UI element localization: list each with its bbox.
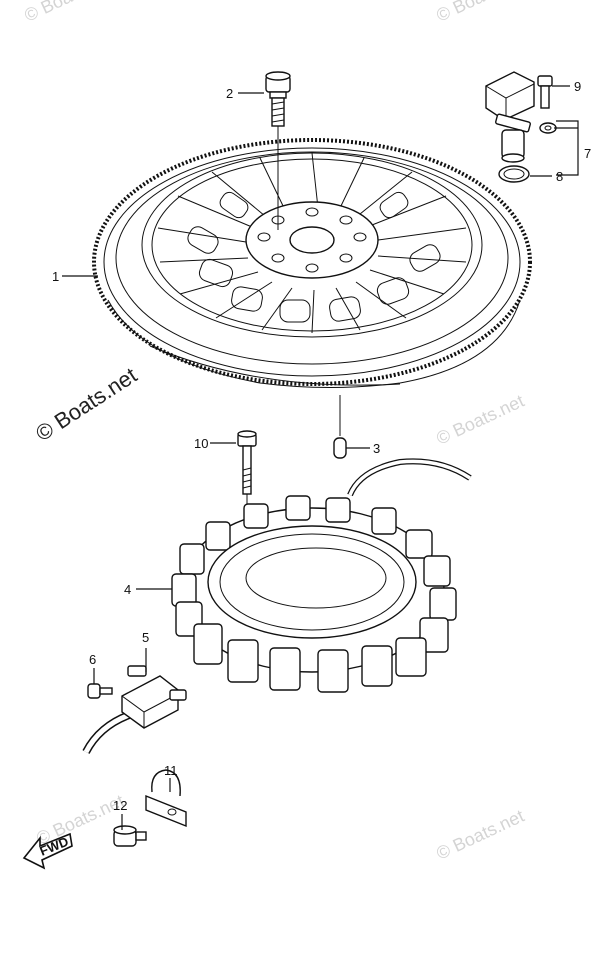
sensor-bolt-part (537, 75, 553, 109)
watermark-top-left: © Boats.net (21, 0, 115, 26)
flywheel-part (92, 138, 532, 388)
watermark-bottom-right: © Boats.net (433, 806, 527, 864)
stator-part (171, 458, 472, 693)
o-ring-part (498, 165, 530, 183)
sensor-assembly-part (485, 71, 557, 163)
fwd-arrow-icon: FWD (22, 832, 73, 870)
callout-10: 10 (194, 436, 208, 451)
callout-3: 3 (373, 441, 380, 456)
flywheel-bolt-part (265, 71, 291, 230)
callout-5: 5 (142, 630, 149, 645)
callout-7: 7 (584, 146, 591, 161)
callout-9: 9 (574, 79, 581, 94)
stator-bolt-part (237, 430, 257, 545)
leader-lines (62, 85, 579, 830)
watermark-top-right: © Boats.net (433, 0, 527, 26)
callout-1: 1 (52, 269, 59, 284)
watermark-main: © Boats.net (31, 362, 141, 446)
callout-8: 8 (556, 169, 563, 184)
callout-6: 6 (89, 652, 96, 667)
callout-2: 2 (226, 86, 233, 101)
callout-12: 12 (113, 798, 127, 813)
key-part (333, 395, 347, 459)
clamp-part (145, 769, 187, 828)
clamp-bolt-part (113, 825, 147, 847)
watermark-mid-right: © Boats.net (433, 391, 527, 449)
callout-4: 4 (124, 582, 131, 597)
callout-11: 11 (164, 763, 178, 778)
pulser-screw-part (87, 683, 113, 699)
pulser-coil-part (82, 665, 187, 754)
